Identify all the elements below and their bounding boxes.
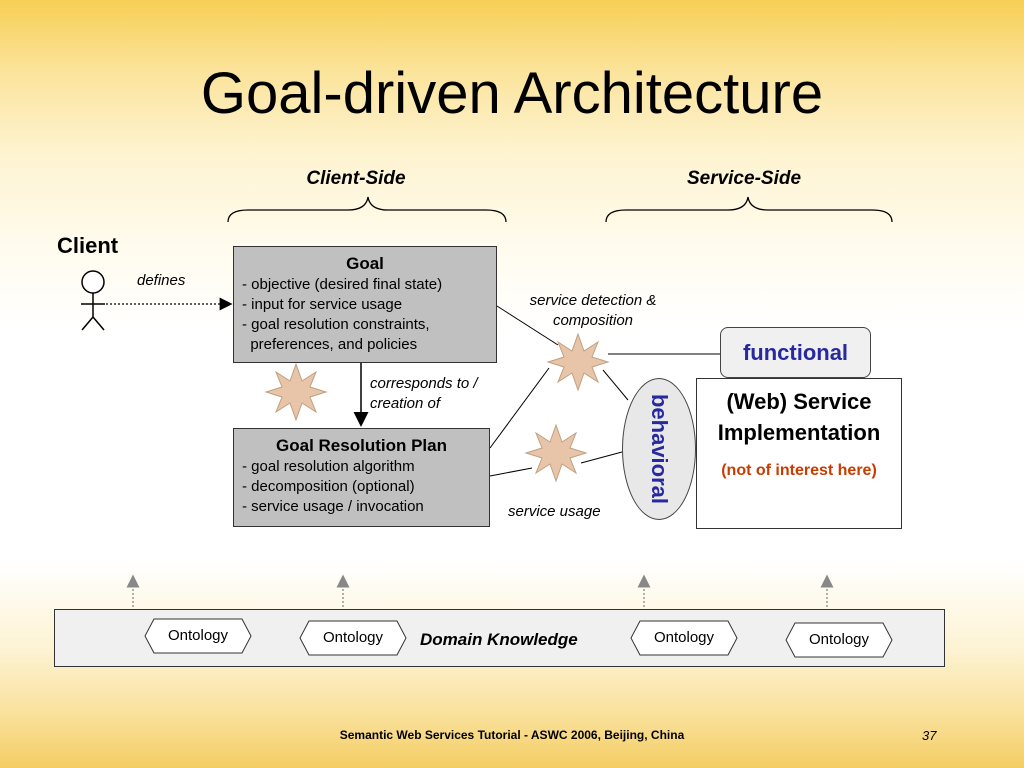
plan-heading: Goal Resolution Plan <box>276 436 447 455</box>
ontology-shape: Ontology <box>785 622 893 658</box>
defines-label: defines <box>137 272 186 289</box>
client-side-brace <box>227 196 507 223</box>
plan-line: - decomposition (optional) <box>242 478 415 495</box>
footer-text: Semantic Web Services Tutorial - ASWC 20… <box>339 728 685 742</box>
slide-title: Goal-driven Architecture <box>200 61 824 126</box>
ontology-outline <box>144 618 252 654</box>
corresponds-line: creation of <box>370 395 441 412</box>
client-figure-icon <box>81 270 105 331</box>
goal-line: - objective (desired final state) <box>242 276 443 293</box>
functional-box: functional <box>720 327 871 378</box>
service-usage-label: service usage <box>508 503 601 520</box>
goal-line: - input for service usage <box>242 296 403 313</box>
goal-heading: Goal <box>346 254 384 273</box>
ontology-shape: Ontology <box>299 620 407 656</box>
web-service-note: (not of interest here) <box>721 462 877 479</box>
star-burst-usage <box>524 423 588 483</box>
star-burst-detection <box>546 332 610 392</box>
behavioral-ellipse: behavioral <box>622 378 696 520</box>
goal-line: preferences, and policies <box>242 336 418 353</box>
ontology-outline <box>299 620 407 656</box>
service-detection-line: composition <box>552 312 634 329</box>
goal-resolution-plan-box: Goal Resolution Plan - goal resolution a… <box>233 428 490 527</box>
ontology-label: Ontology <box>322 629 384 646</box>
ontology-label: Ontology <box>808 631 870 648</box>
web-service-title: (Web) Service Implementation <box>697 386 901 448</box>
corresponds-label: corresponds to / creation of <box>370 374 478 414</box>
behavioral-label: behavioral <box>647 393 672 505</box>
web-service-title-line: Implementation <box>717 420 881 445</box>
service-detection-label: service detection & composition <box>508 291 678 331</box>
ontology-shape: Ontology <box>144 618 252 654</box>
ontology-label: Ontology <box>167 627 229 644</box>
domain-knowledge-label: Domain Knowledge <box>420 630 578 649</box>
goal-line: - goal resolution constraints, <box>242 316 430 333</box>
service-detection-line: service detection & <box>529 292 657 309</box>
service-side-brace <box>605 196 893 223</box>
plan-line: - goal resolution algorithm <box>242 458 415 475</box>
plan-line: - service usage / invocation <box>242 498 424 515</box>
web-service-box: (Web) Service Implementation (not of int… <box>696 378 902 529</box>
corresponds-line: corresponds to / <box>370 375 478 392</box>
web-service-title-line: (Web) Service <box>726 389 872 414</box>
client-side-label: Client-Side <box>306 168 406 189</box>
client-label: Client <box>57 233 119 258</box>
page-number: 37 <box>922 728 937 743</box>
goal-box: Goal - objective (desired final state) -… <box>233 246 497 363</box>
star-burst-left <box>264 362 328 422</box>
ontology-label: Ontology <box>653 629 715 646</box>
service-side-label: Service-Side <box>686 168 802 189</box>
ontology-outline <box>785 622 893 658</box>
ontology-shape: Ontology <box>630 620 738 656</box>
ontology-outline <box>630 620 738 656</box>
